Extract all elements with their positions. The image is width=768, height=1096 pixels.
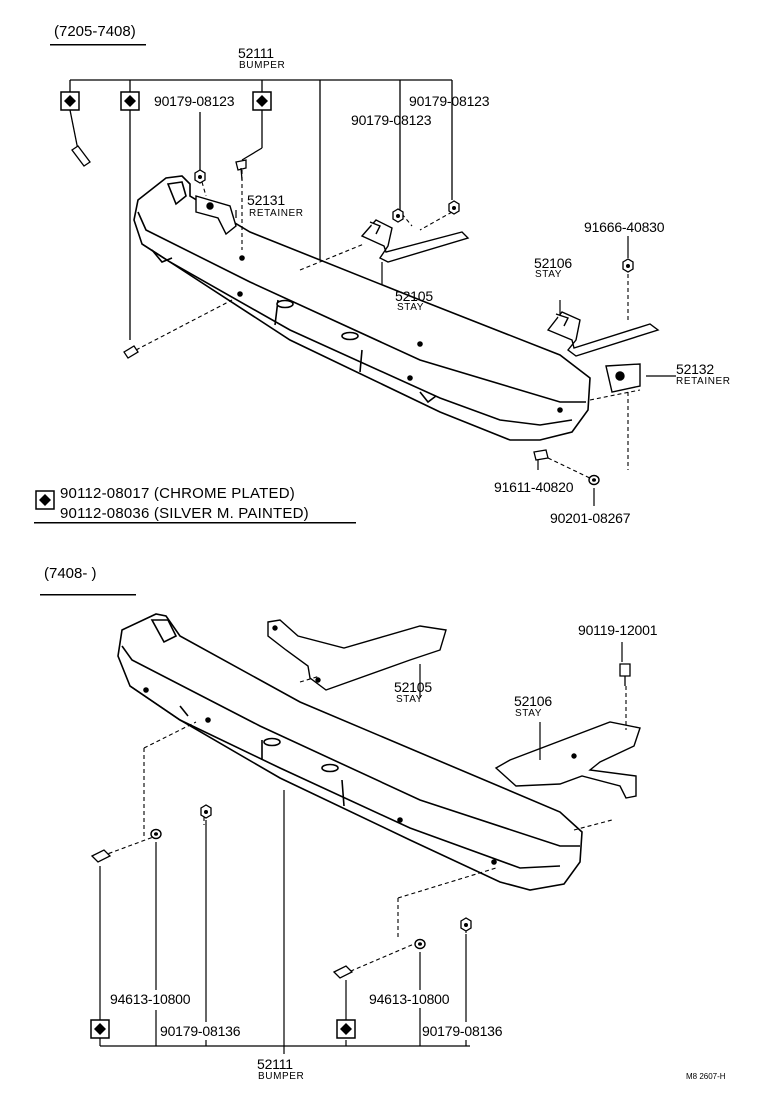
bottom-bolt-top-part: 90119-12001 — [578, 622, 658, 638]
top-stay-r-part: 52106 — [534, 255, 572, 271]
top-range-header: (7205-7408) — [54, 23, 136, 40]
diamond-icon-3 — [252, 91, 272, 111]
diamond-icon-1 — [60, 91, 80, 111]
top-washer-part: 90201-08267 — [550, 510, 631, 526]
bottom-bumper-name: BUMPER — [258, 1071, 305, 1082]
top-bolt-c-part: 90179-08123 — [351, 112, 432, 128]
bottom-washer-l-part: 94613-10800 — [110, 991, 191, 1007]
top-stay-l-name: STAY — [397, 302, 425, 313]
diamond-icon-2 — [120, 91, 140, 111]
bottom-washer-r-part: 94613-10800 — [369, 991, 450, 1007]
diamond-icon-legend — [35, 490, 55, 510]
bottom-nut-l-part: 90179-08136 — [160, 1023, 241, 1039]
bottom-bumper-part: 52111 — [257, 1056, 293, 1072]
bottom-stay-l-name: STAY — [396, 694, 424, 705]
top-retainer-r-name: RETAINER — [676, 376, 731, 387]
top-bolt-stay-part: 91666-40830 — [584, 219, 665, 235]
diamond-icon-4 — [90, 1019, 110, 1039]
bottom-stay-l-part: 52105 — [394, 679, 432, 695]
bumper-bottom-outline — [117, 613, 583, 891]
footer-code: M8 2607-H — [686, 1072, 726, 1081]
top-bumper-name: BUMPER — [239, 60, 286, 71]
top-bolt-b-part: 90179-08123 — [409, 93, 490, 109]
legend-silver-painted: 90112-08036 (SILVER M. PAINTED) — [60, 505, 309, 522]
top-stay-r-name: STAY — [535, 269, 563, 280]
bottom-stay-r-part: 52106 — [514, 693, 552, 709]
top-retainer-l-part: 52131 — [247, 192, 285, 208]
bottom-nut-r-part: 90179-08136 — [422, 1023, 503, 1039]
top-stay-l-part: 52105 — [395, 288, 433, 304]
top-retainer-l-name: RETAINER — [249, 208, 304, 219]
top-retainer-r-part: 52132 — [676, 361, 714, 377]
top-bolt-a-part: 90179-08123 — [154, 93, 235, 109]
bottom-range-header: (7408- ) — [44, 565, 97, 582]
top-bolt-d-part: 91611-40820 — [494, 479, 574, 495]
legend-chrome-plated: 90112-08017 (CHROME PLATED) — [60, 485, 295, 502]
bottom-stay-r-name: STAY — [515, 708, 543, 719]
diamond-icon-5 — [336, 1019, 356, 1039]
top-bumper-part: 52111 — [238, 45, 274, 61]
bumper-top-outline — [133, 175, 591, 441]
